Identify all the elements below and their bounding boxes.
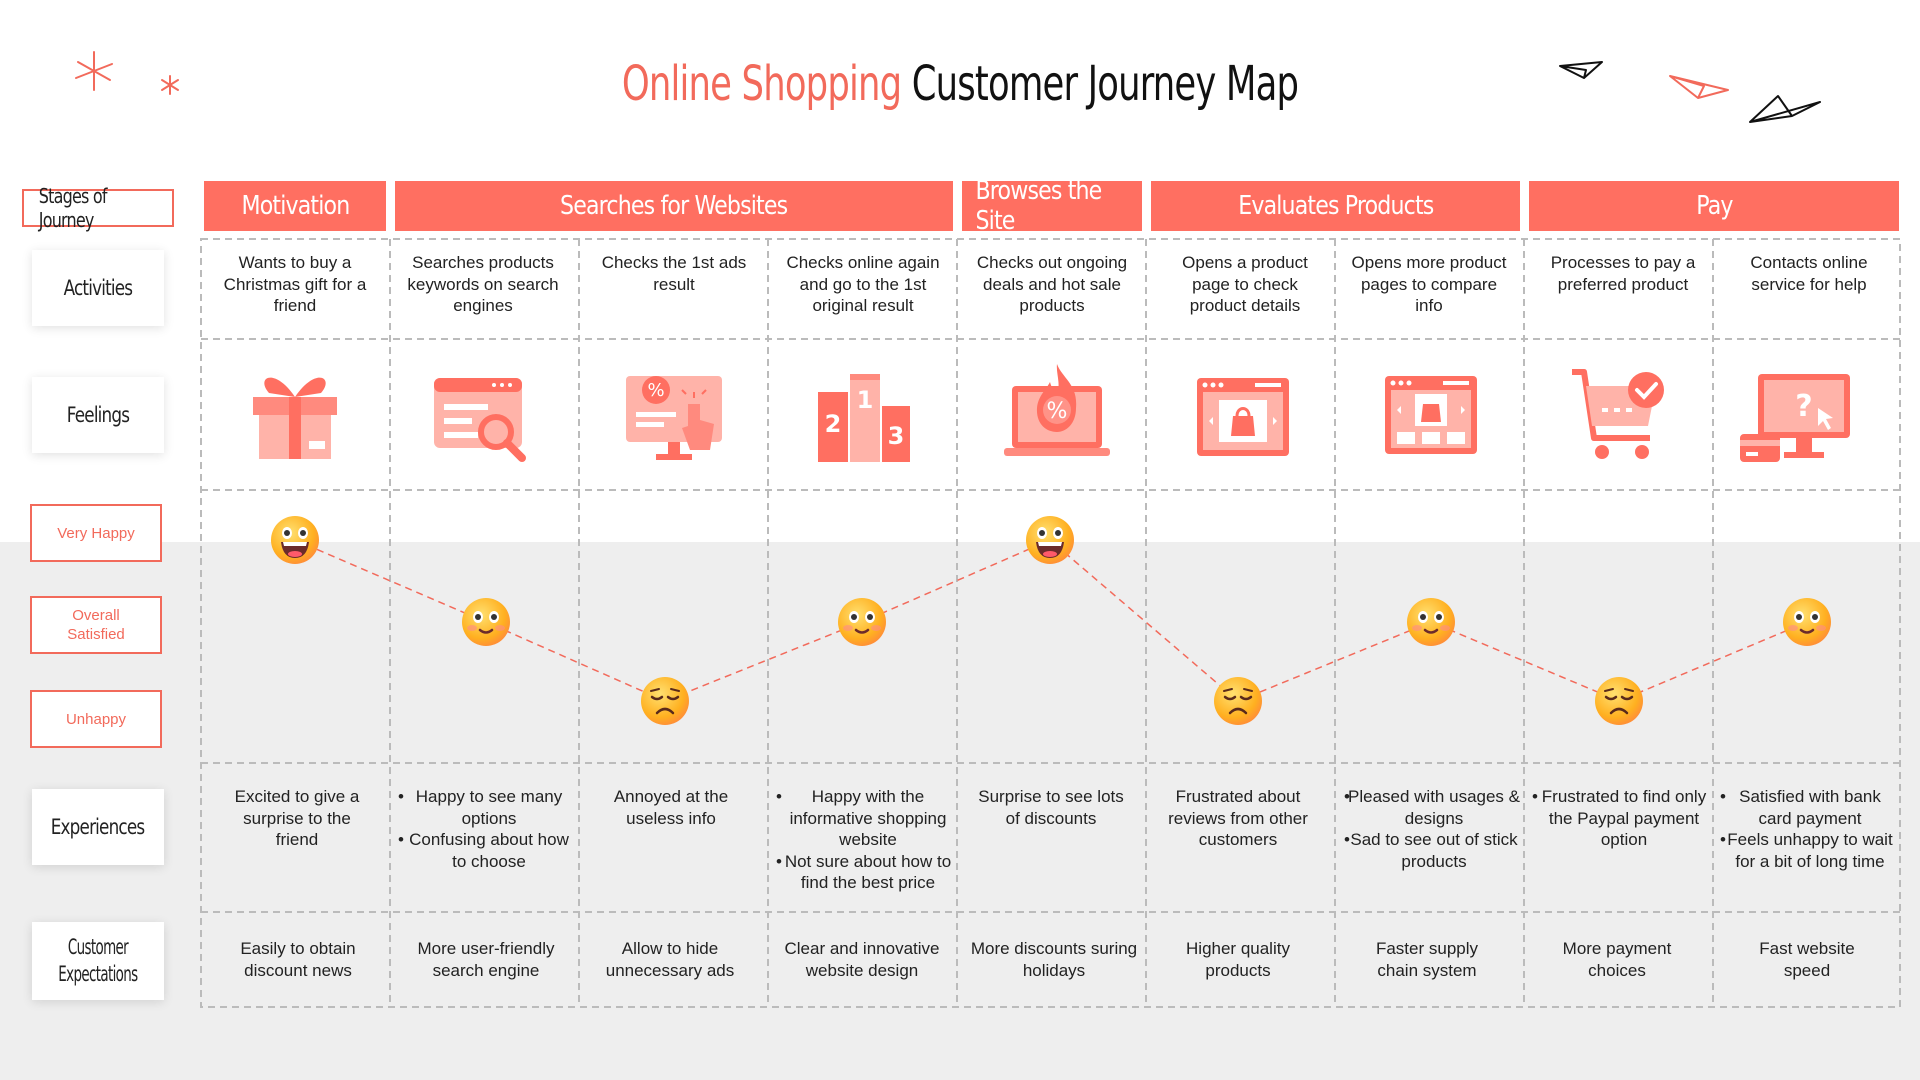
unhappy-face-icon (639, 675, 691, 727)
activity-cell-1: Wants to buy a Christmas gift for a frie… (223, 253, 367, 315)
unhappy-face-icon (1212, 675, 1264, 727)
activity-cell-6: Opens a product page to check product de… (1182, 253, 1308, 315)
svg-text:%: % (1047, 399, 1068, 424)
stage-evaluates-products: Evaluates Products (1151, 181, 1520, 231)
title-accent: Online Shopping (621, 56, 902, 112)
stages-of-journey-text: Stages of Journey (38, 184, 108, 232)
expectations-line-2: Expectations (58, 962, 138, 986)
hot-deal-laptop-icon: % (1004, 364, 1110, 456)
podium-icon: 1 2 3 (818, 374, 910, 462)
experience-cell-4: Happy with the informative shopping webs… (776, 786, 958, 894)
satisfied-face-icon (460, 596, 512, 648)
row-label-feelings-text: Feelings (66, 402, 130, 427)
activity-cell-4: Checks online again and go to the 1st or… (786, 253, 940, 315)
search-browser-icon (434, 378, 526, 462)
experience-bullet: Sad to see out of stick products (1344, 829, 1522, 872)
stage-pay: Pay (1529, 181, 1899, 231)
expectation-cell-9: Fast website speed (1759, 939, 1855, 980)
expectation-cell-1: Easily to obtain discount news (240, 939, 356, 980)
experience-cell-5: Surprise to see lots of discounts (978, 787, 1124, 828)
gift-icon (253, 377, 337, 459)
expectation-cell-4: Clear and innovative website design (784, 939, 940, 980)
row-label-experiences-text: Experiences (51, 814, 145, 839)
satisfied-face-icon (1405, 596, 1457, 648)
title-main: Customer Journey Map (911, 56, 1299, 112)
row-label-experiences: Experiences (32, 789, 164, 865)
experience-cell-6: Frustrated about reviews from other cust… (1168, 787, 1308, 849)
stage-searches-label: Searches for Websites (560, 191, 788, 221)
activity-cell-9: Contacts online service for help (1750, 253, 1868, 294)
stage-evaluates-label: Evaluates Products (1237, 191, 1434, 221)
mood-label-unhappy: Unhappy (30, 690, 162, 748)
experience-bullet: Not sure about how to find the best pric… (776, 851, 958, 894)
experience-cell-7: Pleased with usages & designsSad to see … (1344, 786, 1522, 872)
experience-cell-8: Frustrated to find only the Paypal payme… (1532, 786, 1714, 851)
svg-text:%: % (647, 380, 664, 401)
experience-bullet: Satisfied with bank card payment (1720, 786, 1898, 829)
expectation-cell-8: More payment choices (1562, 939, 1672, 980)
activity-cell-7: Opens more product pages to compare info (1351, 253, 1507, 315)
row-label-activities: Activities (32, 250, 164, 326)
stage-motivation-label: Motivation (241, 191, 350, 221)
svg-text:1: 1 (857, 386, 874, 414)
experience-bullet: Frustrated to find only the Paypal payme… (1532, 786, 1714, 851)
experience-cell-1: Excited to give a surprise to the friend (234, 787, 360, 849)
expectation-cell-7: Faster supply chain system (1375, 939, 1479, 980)
row-label-activities-text: Activities (63, 275, 133, 300)
svg-text:2: 2 (825, 410, 842, 438)
expectation-cell-6: Higher quality products (1186, 939, 1290, 980)
stages-of-journey-label: Stages of Journey (22, 184, 174, 232)
stage-pay-label: Pay (1695, 191, 1733, 221)
experience-bullet: Happy to see many options (398, 786, 578, 829)
mood-label-overall-satisfied: Overall Satisfied (30, 596, 162, 654)
svg-text:3: 3 (888, 422, 905, 450)
stage-browses-label: Browses the Site (975, 176, 1103, 236)
very-happy-face-icon (1024, 514, 1076, 566)
expectations-line-1: Customer (67, 935, 129, 959)
sparkle-decoration-icon (75, 51, 179, 95)
stage-searches-for-websites: Searches for Websites (395, 181, 953, 231)
product-page-icon (1197, 378, 1289, 456)
activity-cell-2: Searches products keywords on search eng… (407, 253, 559, 315)
svg-text:?: ? (1795, 389, 1812, 424)
page-title: Online Shopping Customer Journey Map (173, 56, 1747, 112)
experience-cell-3: Annoyed at the useless info (613, 787, 729, 828)
satisfied-face-icon (836, 596, 888, 648)
expectation-cell-5: More discounts suring holidays (970, 939, 1138, 980)
paper-planes-decoration-icon (1559, 61, 1821, 123)
stage-motivation: Motivation (204, 181, 386, 231)
stage-browses-the-site: Browses the Site (962, 176, 1142, 236)
row-label-feelings: Feelings (32, 377, 164, 453)
expectation-cell-2: More user-friendly search engine (417, 939, 555, 980)
satisfied-face-icon (1781, 596, 1833, 648)
mood-label-very-happy: Very Happy (30, 504, 162, 562)
click-ad-icon: % (626, 376, 722, 460)
experience-bullet: Pleased with usages & designs (1344, 786, 1522, 829)
compare-products-icon (1385, 376, 1477, 454)
experience-cell-9: Satisfied with bank card paymentFeels un… (1720, 786, 1898, 872)
expectation-cell-3: Allow to hide unnecessary ads (605, 939, 735, 980)
experience-bullet: Happy with the informative shopping webs… (776, 786, 958, 851)
activity-cell-8: Processes to pay a preferred product (1550, 253, 1696, 294)
unhappy-face-icon (1593, 675, 1645, 727)
activity-cell-3: Checks the 1st ads result (601, 253, 747, 294)
help-monitor-icon: ? (1740, 374, 1850, 462)
very-happy-face-icon (269, 514, 321, 566)
experience-cell-2: Happy to see many optionsConfusing about… (398, 786, 578, 872)
activity-cell-5: Checks out ongoing deals and hot sale pr… (976, 253, 1128, 315)
experience-bullet: Feels unhappy to wait for a bit of long … (1720, 829, 1898, 872)
cart-check-icon (1572, 369, 1664, 459)
experience-bullet: Confusing about how to choose (398, 829, 578, 872)
